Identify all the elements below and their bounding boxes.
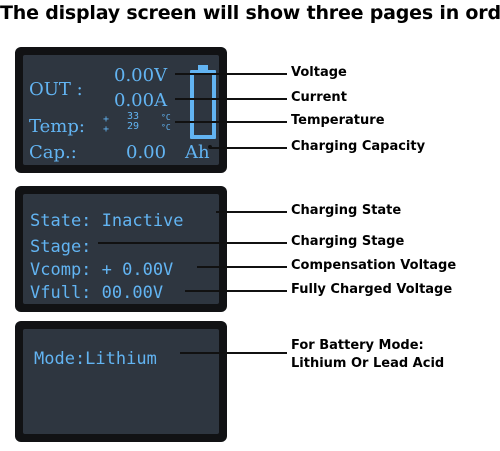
charging-stage-label: Charging Stage xyxy=(291,234,405,249)
temp-sign-2: + xyxy=(103,124,110,135)
temp-sign-1: + xyxy=(103,114,110,125)
temp-value-1: 33 xyxy=(127,111,140,122)
page-heading: The display screen will show three pages… xyxy=(0,2,500,24)
mode-line: Mode:Lithium xyxy=(34,349,157,369)
mode-leader-line xyxy=(180,352,287,354)
capacity-readout: 0.00 xyxy=(126,142,167,163)
cap-label: Cap.: xyxy=(29,142,77,163)
lcd-screen-3: Mode:Lithium xyxy=(23,329,219,434)
temperature-leader-line xyxy=(175,121,287,123)
out-label: OUT : xyxy=(29,79,83,100)
voltage-leader-line xyxy=(175,73,287,75)
stage-leader-line xyxy=(98,242,287,244)
voltage-label: Voltage xyxy=(291,65,347,80)
temp-unit-1: °C xyxy=(161,113,171,122)
battery-mode-label-line1: For Battery Mode: xyxy=(291,338,424,353)
battery-mode-label-line2: Lithium Or Lead Acid xyxy=(291,356,445,371)
battery-outline-icon xyxy=(190,70,216,139)
capacity-leader-line xyxy=(210,147,287,149)
vcomp-leader-line xyxy=(197,266,287,268)
vfull-line: Vfull: 00.00V xyxy=(30,283,164,303)
vfull-leader-line xyxy=(185,290,287,292)
temp-unit-2: °C xyxy=(161,123,171,132)
temperature-label: Temperature xyxy=(291,113,385,128)
lcd-screen-2: State: Inactive Stage: Vcomp: + 0.00V Vf… xyxy=(23,194,219,304)
state-line: State: Inactive xyxy=(30,211,184,231)
charging-capacity-label: Charging Capacity xyxy=(291,139,426,154)
temp-value-2: 29 xyxy=(127,121,140,132)
voltage-readout: 0.00V xyxy=(114,65,168,86)
fully-charged-voltage-label: Fully Charged Voltage xyxy=(291,282,453,297)
current-readout: 0.00A xyxy=(114,90,168,111)
vcomp-line: Vcomp: + 0.00V xyxy=(30,260,174,280)
current-label: Current xyxy=(291,90,347,105)
lcd-screen-1: OUT : 0.00V 0.00A Temp: + + 33 29 °C °C … xyxy=(23,55,219,165)
temp-label: Temp: xyxy=(29,116,85,137)
display-page-1: OUT : 0.00V 0.00A Temp: + + 33 29 °C °C … xyxy=(15,47,227,173)
display-page-3: Mode:Lithium xyxy=(15,321,227,442)
stage-line: Stage: xyxy=(30,237,92,257)
display-page-2: State: Inactive Stage: Vcomp: + 0.00V Vf… xyxy=(15,186,227,312)
capacity-leader-dot xyxy=(208,145,212,149)
battery-icon-terminal xyxy=(198,65,208,70)
capacity-unit: Ah xyxy=(185,142,210,163)
charging-state-label: Charging State xyxy=(291,203,402,218)
compensation-voltage-label: Compensation Voltage xyxy=(291,258,457,273)
state-leader-line xyxy=(216,211,287,213)
current-leader-line xyxy=(175,98,287,100)
